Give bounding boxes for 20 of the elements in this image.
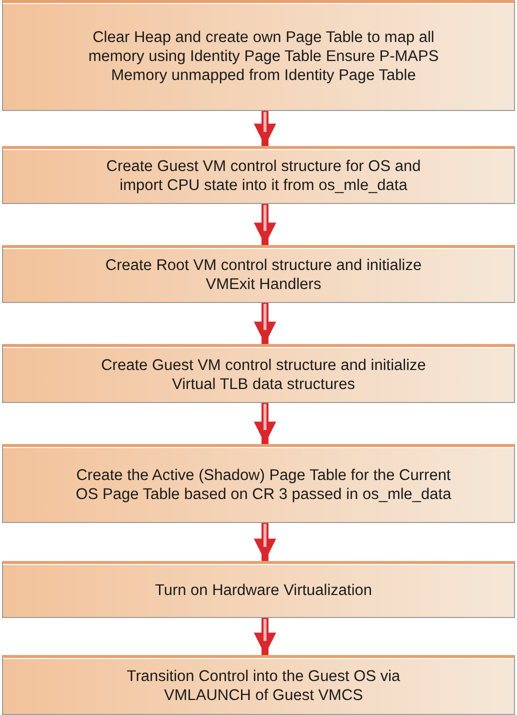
process-box [2,655,515,715]
step-text: Create Root VM control structure and initialize VMExit Handlers [104,256,423,294]
process-box [2,561,515,618]
process-box [2,146,515,204]
step-text: Transition Control into the Guest OS via VMLAUNCH of Guest VMCS [126,667,402,705]
process-box [2,245,515,303]
arrow [254,403,276,444]
step-text: Turn on Hardware Virtualization [154,581,374,600]
process-box [2,0,515,111]
arrow [254,618,276,655]
arrow [254,303,276,344]
step-text: Create Guest VM control structure and initialize Virtual TLB data structures [100,356,427,394]
process-box [2,344,515,403]
step-text: Clear Heap and create own Page Table to map all memory using Identity Page Table Ensure P-MAPS Memory unmapped from Identity Page Table [87,28,440,85]
arrow [254,111,276,146]
arrow [254,204,276,245]
arrow [254,523,276,561]
step-text: Create the Active (Shadow) Page Table for the Current OS Page Table based on CR 3 passed in os_mle_data [74,466,452,504]
process-box [2,444,515,523]
step-text: Create Guest VM control structure for OS and import CPU state into it from os_mle_data [105,157,422,195]
